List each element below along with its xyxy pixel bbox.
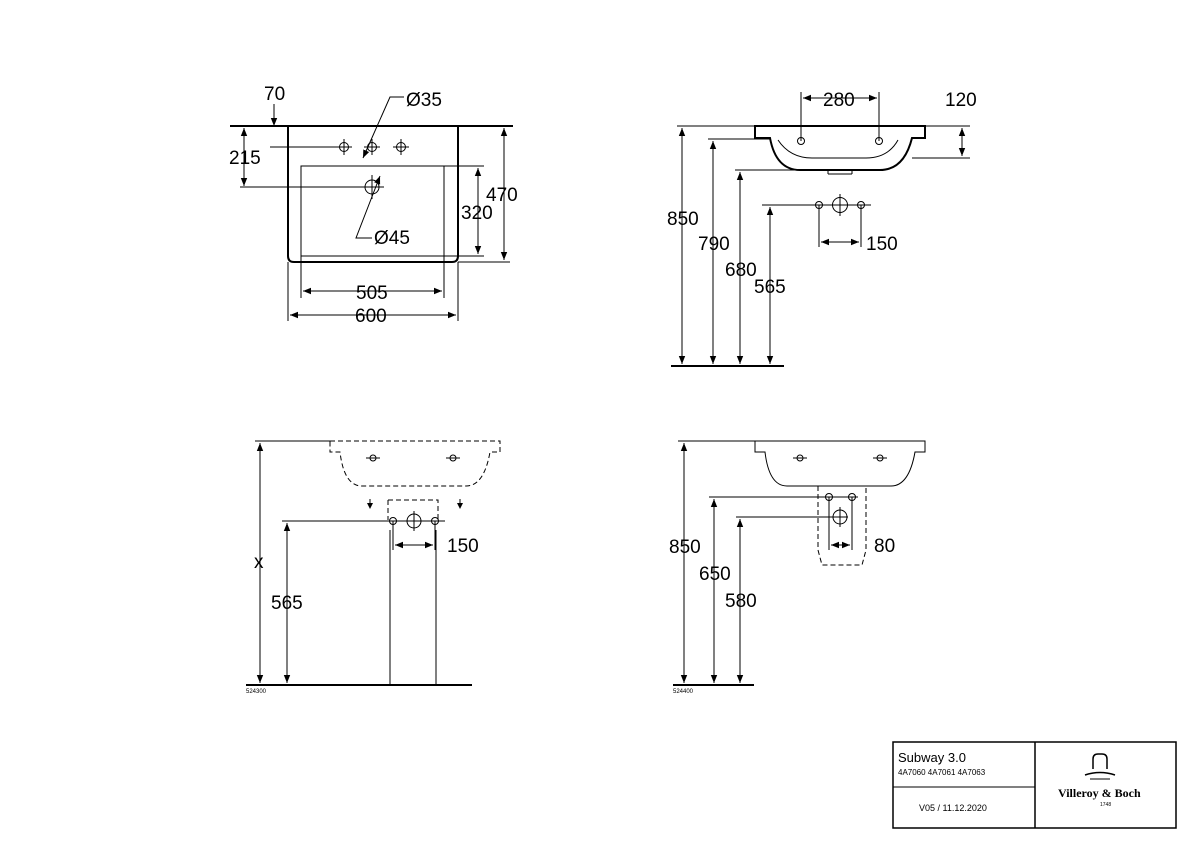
top-view: 70 215 Ø35 Ø45 470 320 505 600 <box>229 84 518 327</box>
article-numbers: 4A7060 4A7061 4A7063 <box>898 768 986 777</box>
dim-790: 790 <box>698 234 730 255</box>
front-view-wall: 280 120 850 790 680 565 150 <box>667 90 977 367</box>
dim-70: 70 <box>264 84 285 105</box>
dim-600: 600 <box>355 306 387 327</box>
title-block: Subway 3.0 4A7060 4A7061 4A7063 V05 / 11… <box>892 741 1177 829</box>
brand-name: Villeroy & Boch <box>1058 786 1141 800</box>
semi-pedestal-code: 524400 <box>673 689 694 695</box>
bowl-profile <box>777 139 899 159</box>
dim-565: 565 <box>754 277 786 298</box>
brand-year: 1748 <box>1100 802 1111 808</box>
basin-outline <box>287 126 459 263</box>
dim-215: 215 <box>229 148 261 169</box>
dim-x: x <box>254 552 264 573</box>
basin-outline-dashed <box>329 440 501 487</box>
pedestal-view: x 565 150 524300 <box>246 440 501 695</box>
dim-680: 680 <box>725 260 757 281</box>
version-date: V05 / 11.12.2020 <box>919 803 987 813</box>
dim-470: 470 <box>486 185 518 206</box>
dim-280: 280 <box>823 90 855 111</box>
dim-850: 850 <box>667 209 699 230</box>
pedestal-code: 524300 <box>246 689 267 695</box>
basin-front-outline <box>754 125 926 171</box>
dim-320: 320 <box>461 203 493 224</box>
dim-850-semi: 850 <box>669 537 701 558</box>
semi-pedestal-dashed <box>817 486 867 566</box>
dim-dia45: Ø45 <box>374 228 410 249</box>
dim-120: 120 <box>945 90 977 111</box>
basin-outline <box>754 440 926 487</box>
semi-pedestal-view: 850 650 580 80 524400 <box>669 440 926 695</box>
pedestal-body <box>389 530 437 684</box>
dim-dia35: Ø35 <box>406 90 442 111</box>
product-name: Subway 3.0 <box>898 750 966 765</box>
dim-650: 650 <box>699 564 731 585</box>
dim-505: 505 <box>356 283 388 304</box>
tap-holes <box>336 139 409 155</box>
dim-565-pedestal: 565 <box>271 593 303 614</box>
dim-150: 150 <box>866 234 898 255</box>
brand-logo-icon <box>1084 753 1116 780</box>
dim-150-pedestal: 150 <box>447 536 479 557</box>
dim-580: 580 <box>725 591 757 612</box>
dim-80: 80 <box>874 536 895 557</box>
